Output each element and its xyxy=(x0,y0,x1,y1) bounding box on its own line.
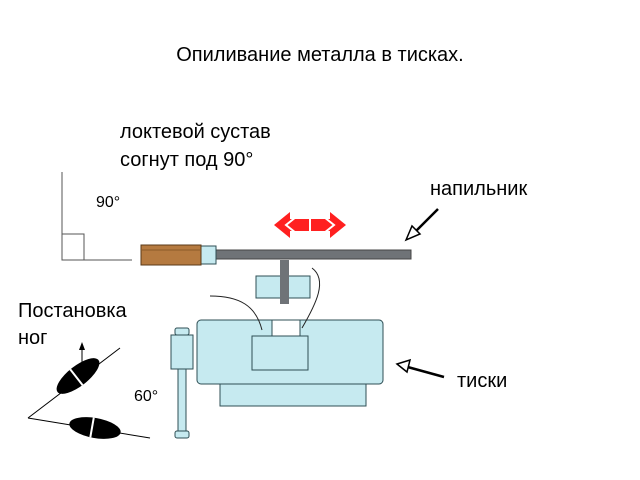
stance-label-line1: Постановка xyxy=(18,300,127,322)
vise-jaw-curve-left xyxy=(209,295,263,331)
file-label: напильник xyxy=(430,178,528,200)
page-title: Опиливание металла в тисках. xyxy=(176,44,464,66)
elbow-note-line1: локтевой сустав xyxy=(120,121,271,143)
elbow-note-line2: согнут под 90° xyxy=(120,149,254,171)
file-blade xyxy=(215,249,412,260)
stance-label-line2: ног xyxy=(18,327,48,349)
vise-label: тиски xyxy=(457,370,508,392)
feet-angle-label: 60° xyxy=(134,388,159,405)
vise-base xyxy=(219,383,367,407)
vise-screw-top xyxy=(170,334,194,370)
stance-label: Постановка ног xyxy=(18,298,127,352)
vise-jaw-curve-right xyxy=(301,267,321,329)
left-shoe-icon xyxy=(56,358,100,394)
file-ferrule xyxy=(200,245,217,265)
vise-screw-cap-top xyxy=(174,327,190,336)
vise-jaw-gap xyxy=(271,319,301,337)
elbow-angle-label: 90° xyxy=(96,194,121,211)
vise-screw-shaft xyxy=(177,368,187,432)
motion-arrow-icon xyxy=(274,212,346,238)
file-handle xyxy=(140,244,202,266)
right-shoe-icon xyxy=(69,417,121,439)
vise-center-block xyxy=(251,335,309,371)
elbow-note: локтевой сустав согнут под 90° xyxy=(120,118,271,174)
feet-stance xyxy=(27,342,151,439)
vise-screw-cap-bottom xyxy=(174,430,190,439)
vise-stem xyxy=(280,260,289,304)
vise-pointer-arrow-icon xyxy=(395,358,445,379)
elbow-angle-marker xyxy=(61,172,132,261)
file-pointer-arrow-icon xyxy=(404,208,439,242)
